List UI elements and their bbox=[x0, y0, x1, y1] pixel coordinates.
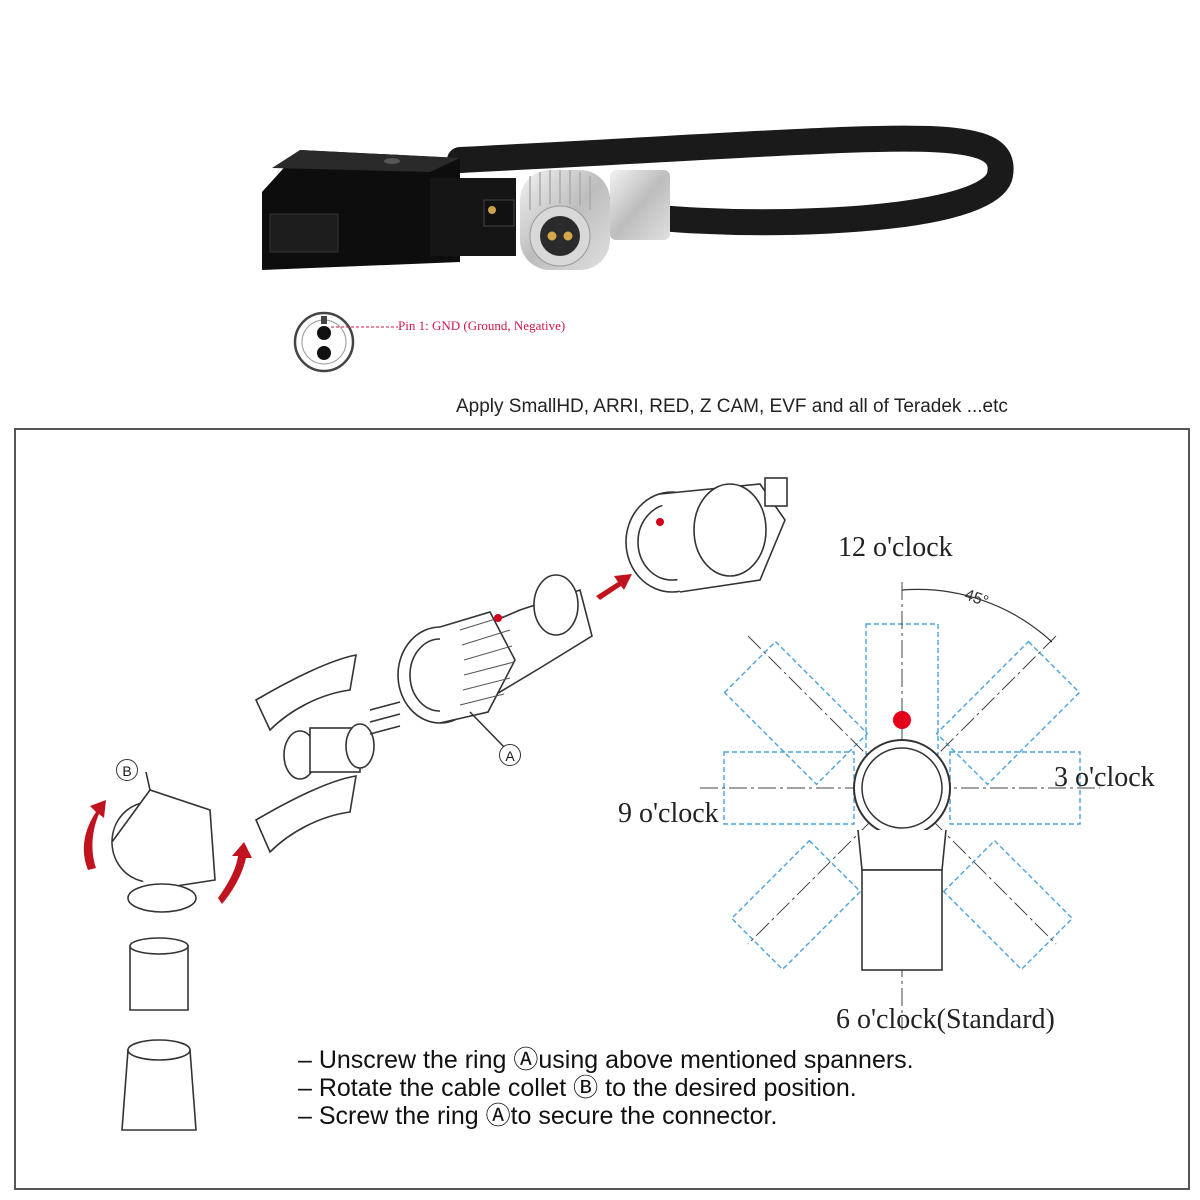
direction-arrow-icon bbox=[596, 574, 632, 600]
label-3-oclock: 3 o'clock bbox=[1054, 762, 1155, 793]
pin-face-icon bbox=[293, 311, 398, 373]
clock-position-diagram bbox=[700, 582, 1100, 1030]
label-12-oclock: 12 o'clock bbox=[838, 532, 953, 563]
right-angle-connector bbox=[520, 170, 670, 270]
instruction-step: – Screw the ring Ⓐto secure the connecto… bbox=[298, 1102, 778, 1130]
plug-with-ring bbox=[397, 574, 593, 749]
cable-collet-elbow bbox=[111, 771, 216, 913]
product-photo bbox=[262, 125, 1014, 270]
label-6-oclock: 6 o'clock(Standard) bbox=[836, 1004, 1055, 1035]
instruction-step: – Rotate the cable collet Ⓑ to the desir… bbox=[298, 1074, 857, 1102]
contact-insert bbox=[283, 701, 401, 780]
receptacle bbox=[625, 477, 788, 593]
instruction-list: – Unscrew the ring Ⓐusing above mentione… bbox=[298, 1046, 914, 1130]
rotate-arrow-icon bbox=[83, 800, 106, 870]
pin-label: Pin 1: GND (Ground, Negative) bbox=[398, 318, 566, 333]
dtap-plug bbox=[262, 150, 516, 270]
callout-collet: B bbox=[116, 759, 138, 781]
diagram-frame bbox=[14, 428, 1190, 1190]
rotate-arrow-icon bbox=[218, 842, 252, 904]
instruction-step: – Unscrew the ring Ⓐusing above mentione… bbox=[298, 1046, 914, 1074]
label-9-oclock: 9 o'clock bbox=[618, 798, 719, 829]
compatibility-text: Apply SmallHD, ARRI, RED, Z CAM, EVF and… bbox=[456, 396, 1008, 417]
callout-ring: A bbox=[499, 744, 521, 766]
